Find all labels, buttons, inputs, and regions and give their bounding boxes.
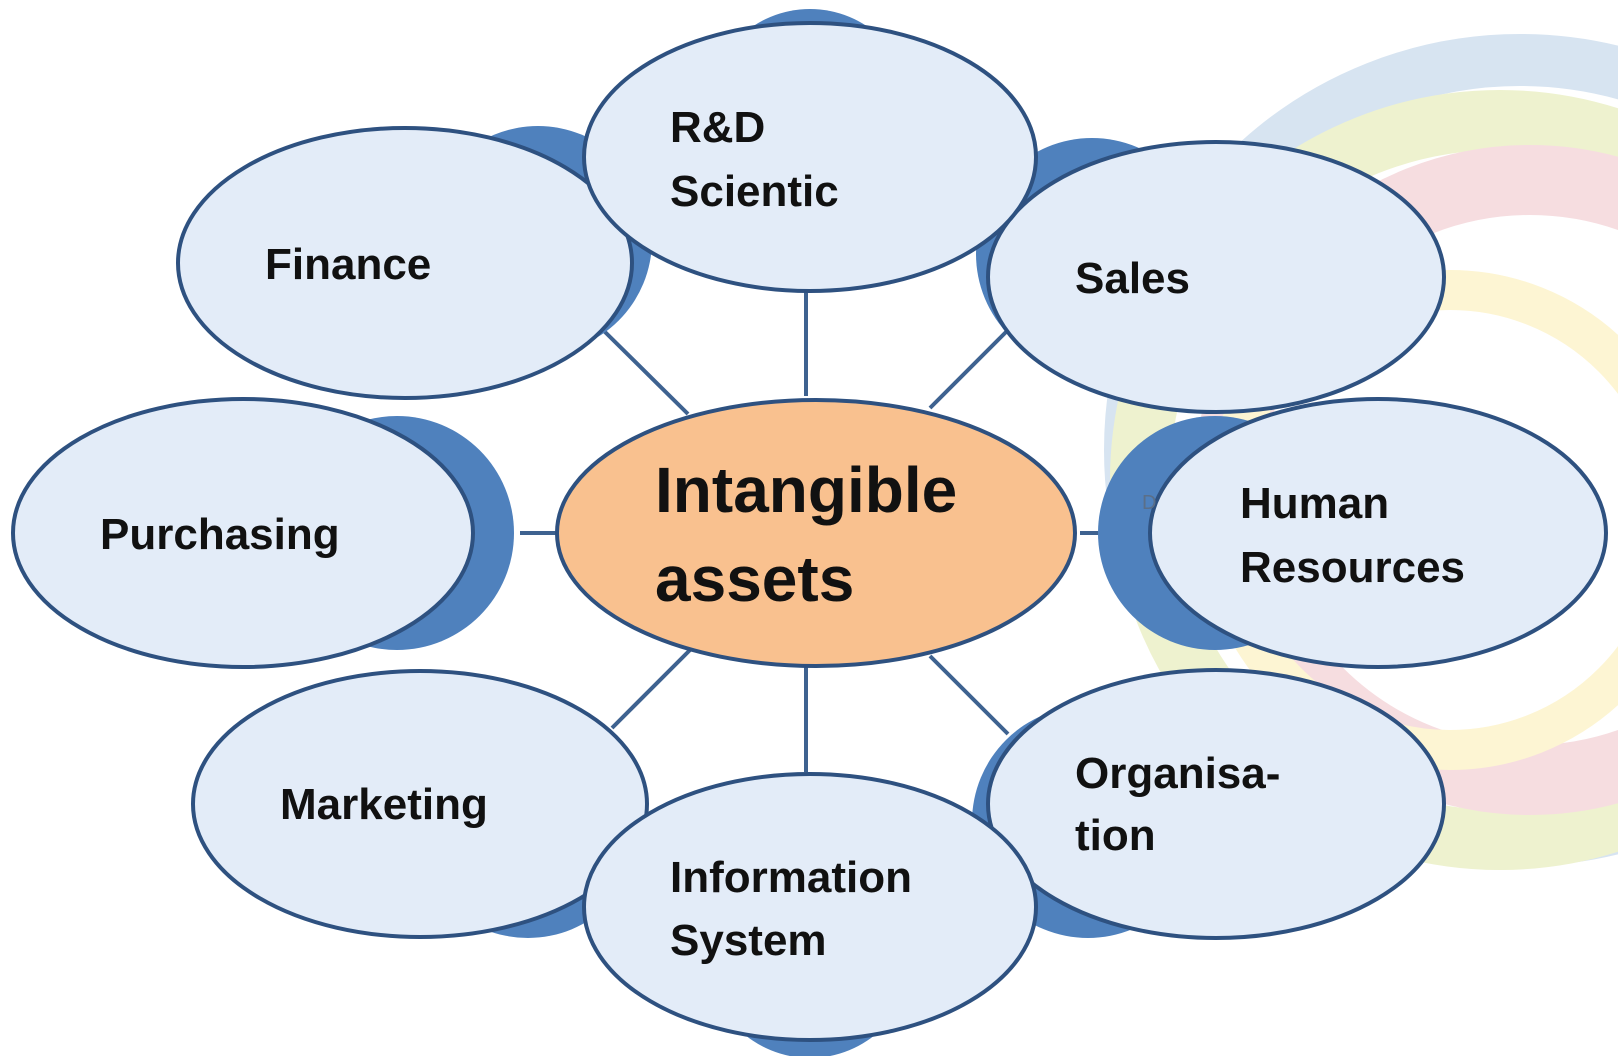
node-label-finance: Finance	[265, 240, 431, 289]
node-rd	[582, 21, 1038, 293]
node-label-finance-line-1: Finance	[265, 240, 431, 289]
node-label-purchasing: Purchasing	[100, 510, 340, 559]
connector-organisation	[928, 654, 1010, 736]
connector-finance	[601, 328, 690, 416]
node-label-information-system-line-2: System	[670, 916, 827, 965]
node-label-sales: Sales	[1075, 254, 1190, 303]
stray-mark: D	[1142, 492, 1156, 514]
node-sales	[986, 140, 1446, 414]
node-label-sales-line-1: Sales	[1075, 254, 1190, 303]
node-ellipses	[11, 21, 1608, 1042]
node-information-system	[582, 772, 1038, 1042]
node-marketing	[191, 669, 649, 939]
node-label-organisation: Organisa- tion	[1075, 749, 1293, 860]
node-label-hr-line-1: Human	[1240, 479, 1389, 528]
connector-marketing	[610, 648, 692, 730]
node-label-hr-line-2: Resources	[1240, 543, 1465, 592]
node-label-rd-line-1: R&D	[670, 103, 765, 152]
hub-label-line-2: assets	[655, 543, 854, 615]
node-organisation	[986, 668, 1446, 940]
hub-label-line-1: Intangible	[655, 454, 957, 526]
node-label-information-system: Information System	[670, 853, 924, 965]
node-label-hr: Human Resources	[1240, 479, 1465, 592]
node-label-organisation-line-1: Organisa-	[1075, 749, 1280, 798]
hub-label: Intangible assets	[655, 454, 975, 615]
node-label-organisation-line-2: tion	[1075, 811, 1156, 860]
connector-sales	[928, 328, 1010, 410]
connectors	[520, 292, 1110, 772]
node-label-marketing-line-1: Marketing	[280, 780, 488, 829]
node-hr	[1148, 397, 1608, 669]
node-purchasing	[11, 397, 475, 669]
node-label-rd: R&D Scientic	[670, 103, 839, 216]
node-label-rd-line-2: Scientic	[670, 167, 839, 216]
hub-ellipse	[555, 398, 1077, 668]
node-label-purchasing-line-1: Purchasing	[100, 510, 340, 559]
node-label-marketing: Marketing	[280, 780, 488, 829]
node-finance	[176, 126, 634, 400]
node-label-information-system-line-1: Information	[670, 853, 912, 902]
